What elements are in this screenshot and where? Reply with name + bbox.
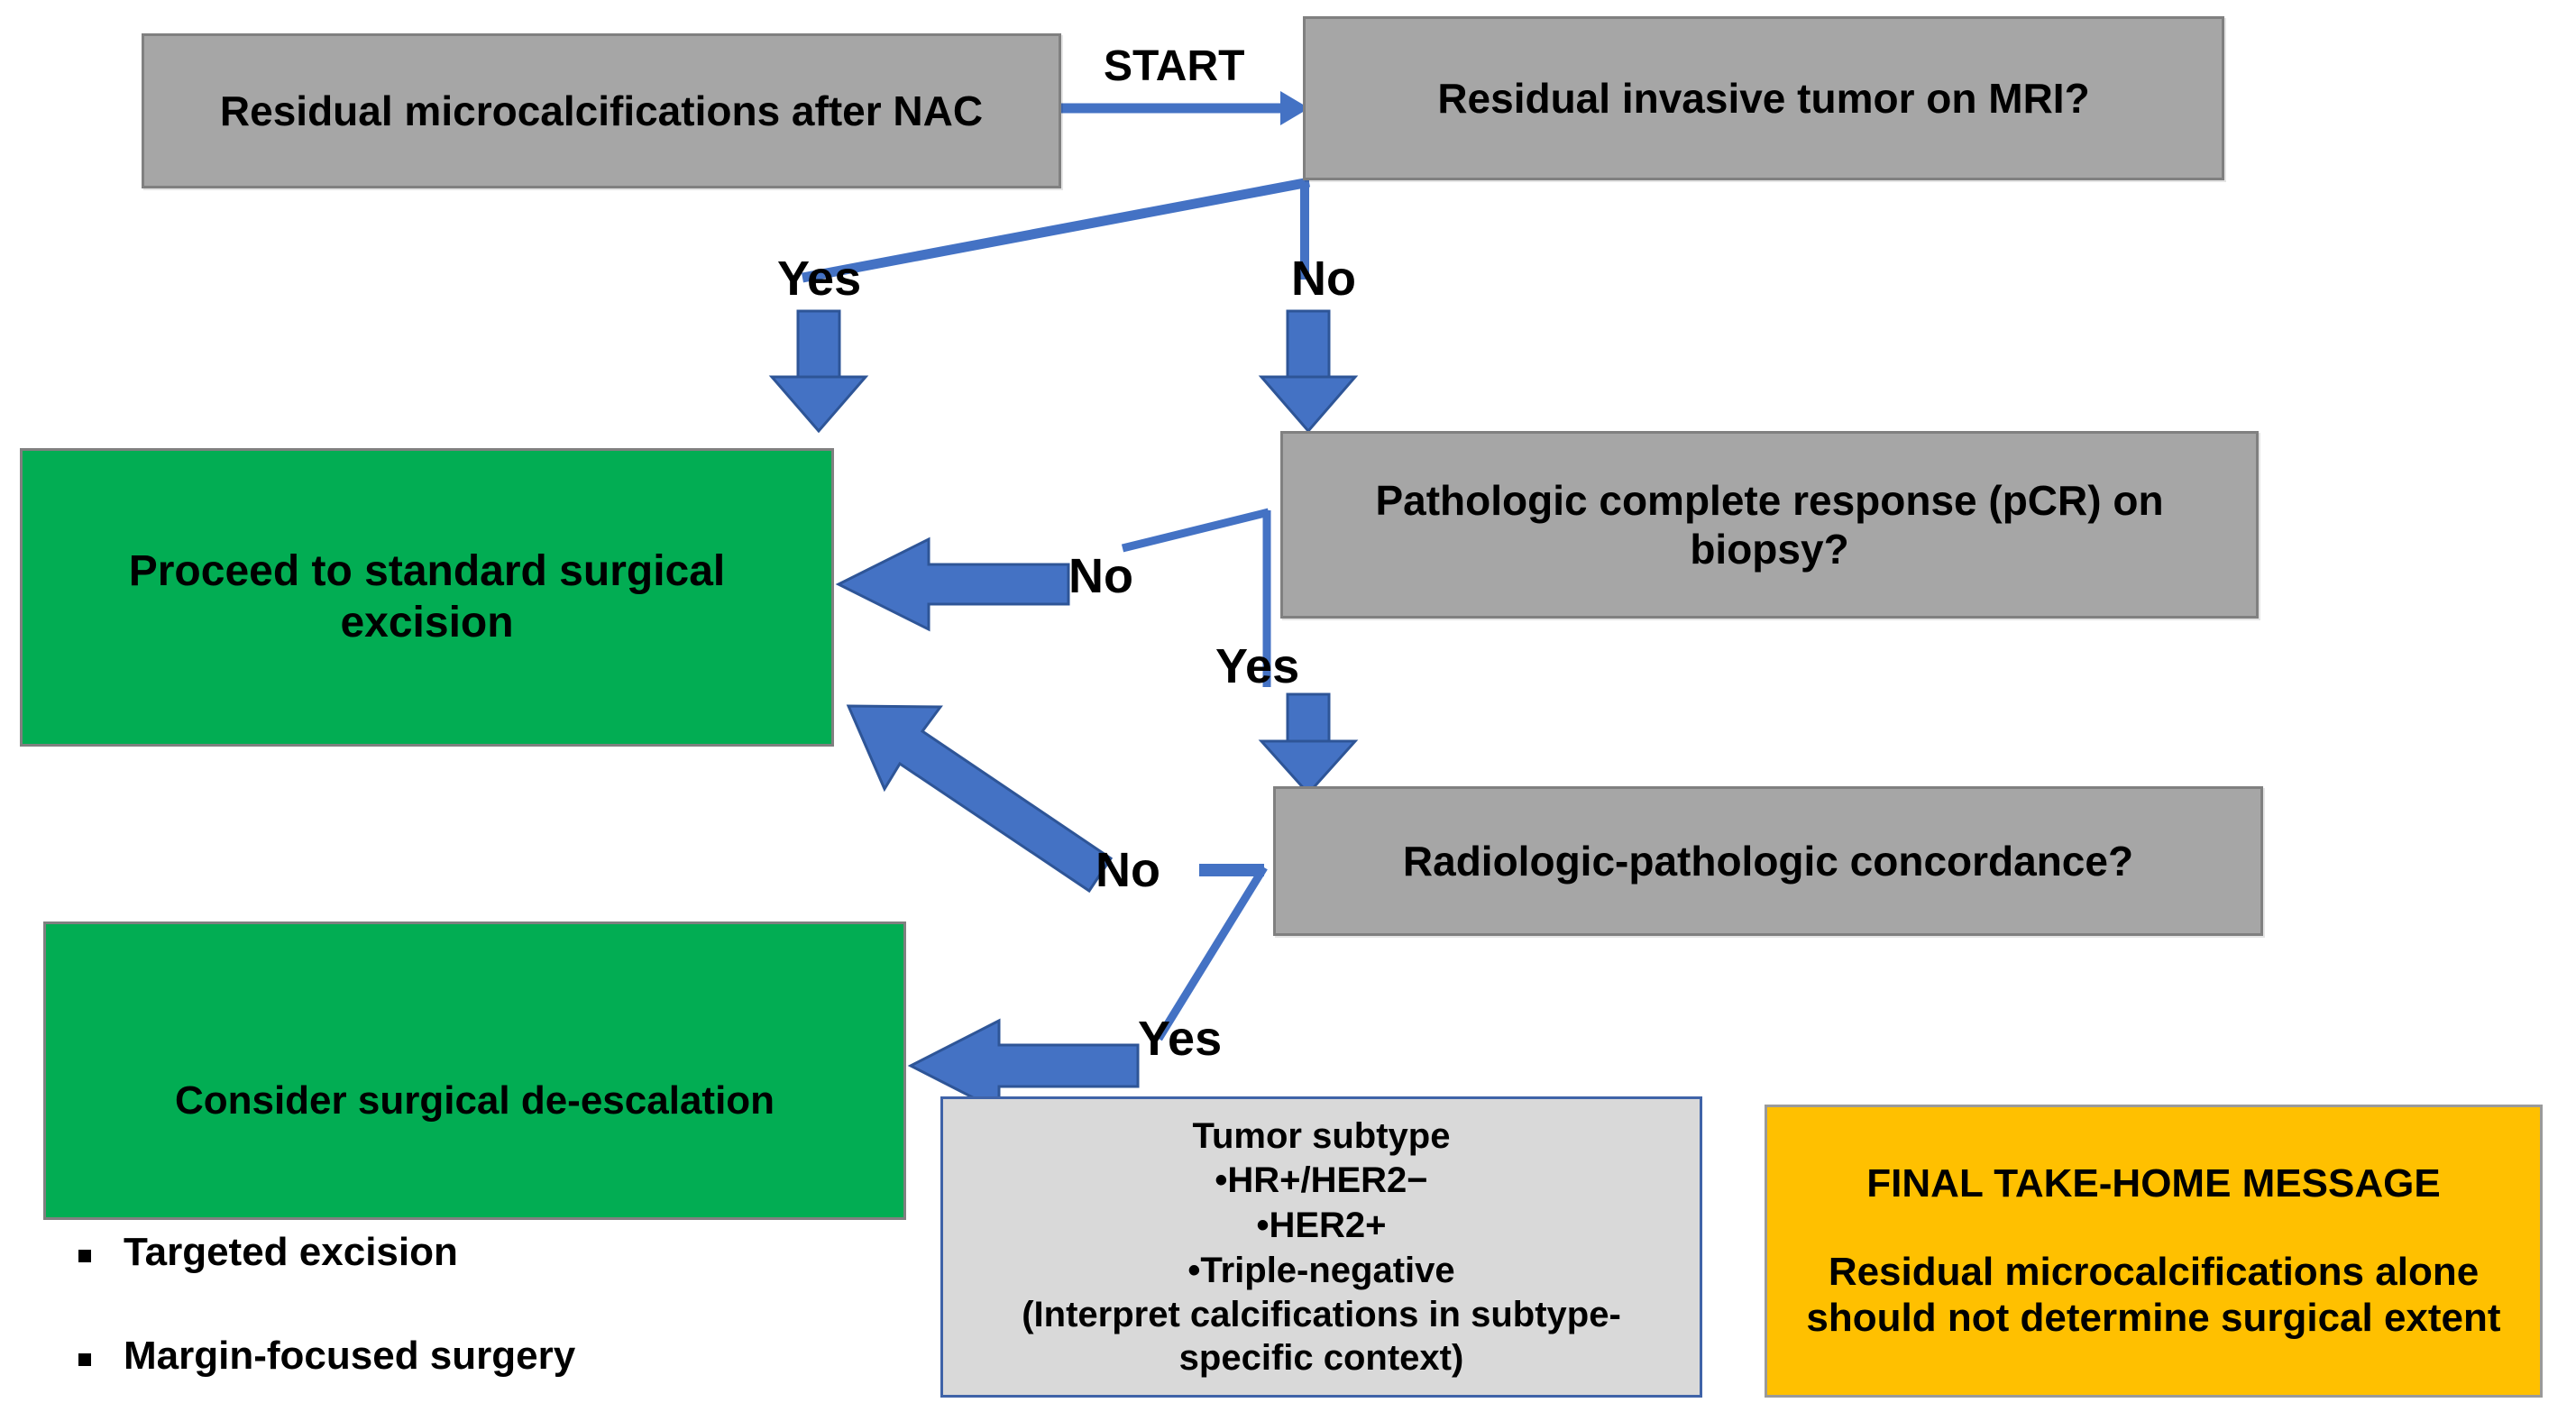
tumor-subtype-line-2: •HR+/HER2− [1215, 1160, 1428, 1201]
take-home-body: Residual microcalcifications alone shoul… [1806, 1249, 2501, 1341]
edge-label-pcr-no: No [1068, 549, 1133, 603]
list-item: Margin-focused surgery [46, 1333, 903, 1380]
edge-mri-yes-arrow [768, 309, 869, 434]
tumor-subtype-line-3: •HER2+ [1256, 1206, 1387, 1245]
edge-pcr-yes-arrow [1258, 692, 1359, 796]
take-home-heading: FINAL TAKE-HOME MESSAGE [1866, 1160, 2441, 1206]
edge-label-mri-yes: Yes [777, 252, 862, 306]
tumor-subtype-line-5: (Interpret calcifications in subtype-spe… [1022, 1295, 1621, 1379]
edge-start-arrow [1060, 91, 1309, 125]
de-escalation-title: Consider surgical de-escalation [174, 1077, 775, 1123]
list-item: Targeted excision [46, 1229, 903, 1276]
edge-label-mri-no: No [1291, 252, 1356, 306]
edge-label-concordance-yes: Yes [1138, 1012, 1223, 1066]
node-de-escalation[interactable]: Consider surgical de-escalation Targeted… [43, 921, 906, 1378]
edge-mri-yes-wire [801, 177, 1311, 283]
edge-label-pcr-yes: Yes [1215, 639, 1300, 693]
tumor-subtype-line-1: Tumor subtype [1192, 1115, 1451, 1156]
de-escalation-bullets: Targeted excision Margin-focused surgery [46, 1177, 903, 1412]
node-concordance-question[interactable]: Radiologic-pathologic concordance? [1273, 786, 2263, 936]
edge-mri-no-arrow [1258, 309, 1359, 434]
tumor-subtype-line-4: •Triple-negative [1187, 1250, 1455, 1290]
node-pcr-question[interactable]: Pathologic complete response (pCR) on bi… [1280, 431, 2259, 619]
node-take-home-message[interactable]: FINAL TAKE-HOME MESSAGE Residual microca… [1765, 1105, 2543, 1398]
node-mri-question[interactable]: Residual invasive tumor on MRI? [1303, 16, 2224, 180]
edge-label-start: START [1104, 42, 1245, 90]
edge-pcr-no-arrow [835, 536, 1070, 632]
node-start-box[interactable]: Residual microcalcifications after NAC [142, 33, 1061, 188]
node-standard-excision[interactable]: Proceed to standard surgical excision [20, 448, 834, 747]
node-tumor-subtype[interactable]: Tumor subtype •HR+/HER2− •HER2+ •Triple-… [940, 1096, 1702, 1398]
edge-concordance-no-arrow [846, 704, 1114, 894]
edge-label-concordance-no: No [1095, 843, 1160, 897]
